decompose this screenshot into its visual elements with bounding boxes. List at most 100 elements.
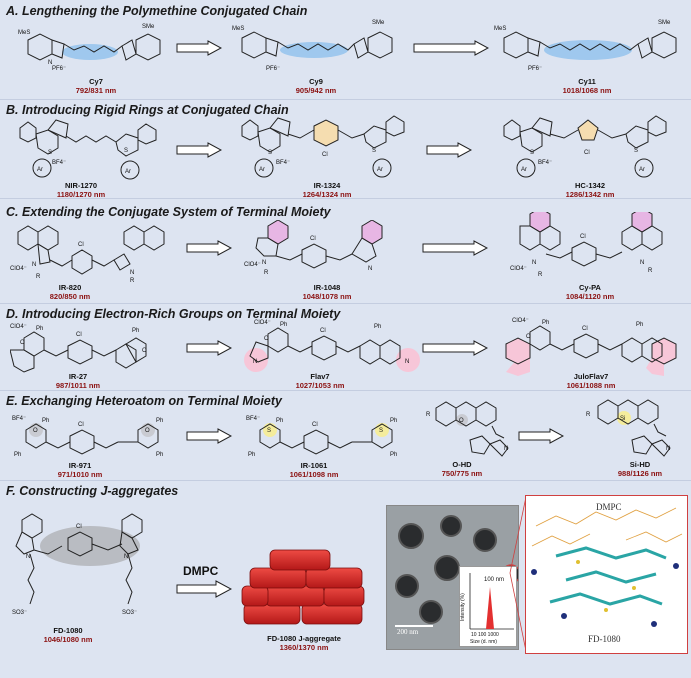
svg-text:MeS: MeS <box>232 26 244 32</box>
ir1048-name: IR-1048 <box>313 283 341 292</box>
svg-text:Cl: Cl <box>580 234 586 240</box>
section-e-title: E. Exchanging Heteroatom on Terminal Moi… <box>6 394 282 408</box>
svg-text:Cl: Cl <box>310 236 316 242</box>
svg-text:O: O <box>145 428 150 434</box>
hc1342-structure: Cl S BF4⁻ S Ar Ar <box>503 115 667 178</box>
svg-text:N: N <box>368 266 372 272</box>
svg-text:N: N <box>262 260 266 266</box>
tem-particles <box>395 515 518 624</box>
cy11-name: Cy11 <box>578 77 596 86</box>
svg-text:ClO4⁻: ClO4⁻ <box>244 262 261 268</box>
nir1270-wl: 1180/1270 nm <box>56 190 106 199</box>
svg-text:ClO4⁻: ClO4⁻ <box>512 318 529 324</box>
j-aggregate-bricks <box>241 549 365 625</box>
svg-text:Si: Si <box>620 416 625 422</box>
svg-text:Cl: Cl <box>584 150 590 156</box>
svg-text:Cl: Cl <box>78 242 84 248</box>
svg-text:R: R <box>426 412 431 418</box>
svg-text:Ph: Ph <box>276 418 283 424</box>
arrow-c2 <box>422 240 488 256</box>
svg-text:R: R <box>130 278 135 282</box>
svg-text:N: N <box>253 359 257 365</box>
svg-text:N: N <box>666 446 670 452</box>
svg-text:Ar: Ar <box>259 167 265 173</box>
svg-text:R: R <box>648 268 653 274</box>
arrow-a2 <box>413 40 489 56</box>
sihd-name: Si-HD <box>629 460 651 469</box>
arrow-a1 <box>176 40 222 56</box>
svg-text:Cl: Cl <box>76 332 82 338</box>
svg-text:S: S <box>530 150 534 156</box>
svg-text:PF6⁻: PF6⁻ <box>266 66 280 72</box>
section-f-title: F. Constructing J-aggregates <box>6 484 179 498</box>
ir27-wl: 987/1011 nm <box>55 381 101 390</box>
cy11-structure: MeS SMe PF6⁻ <box>494 20 677 72</box>
svg-text:N: N <box>532 260 536 266</box>
arrow-d2 <box>422 340 488 356</box>
section-b-title: B. Introducing Rigid Rings at Conjugated… <box>6 103 289 117</box>
svg-text:R: R <box>586 412 591 418</box>
svg-text:N: N <box>130 270 134 276</box>
dls-plot: 100 nm Intensity (%) 10 100 1000 Size (d… <box>460 573 514 645</box>
cy7-structure: MeS SMe PF6⁻ N <box>18 24 161 72</box>
fd1080-wl: 1046/1080 nm <box>43 635 93 644</box>
svg-text:Ph: Ph <box>374 324 381 330</box>
svg-text:Ar: Ar <box>639 167 645 173</box>
arrow-e2 <box>518 428 564 444</box>
flav7-structure: O Ph ClO4⁻ Cl Ph N N <box>244 320 420 372</box>
ir1324-structure: Cl S BF4⁻ S Ar Ar <box>241 115 405 178</box>
svg-text:N: N <box>504 446 508 452</box>
fdagg-wl: 1360/1370 nm <box>279 643 329 652</box>
cypa-wl: 1084/1120 nm <box>565 292 615 301</box>
ir1061-wl: 1061/1098 nm <box>289 470 339 479</box>
cy9-structure: MeS SMe PF6⁻ <box>232 20 393 72</box>
dmpc-arrow-label: DMPC <box>183 564 219 578</box>
svg-text:R: R <box>538 272 543 278</box>
section-c-title: C. Extending the Conjugate System of Ter… <box>6 205 331 219</box>
svg-text:ClO4⁻: ClO4⁻ <box>10 266 27 272</box>
svg-text:N: N <box>124 554 128 560</box>
sihd-structure: R Si N <box>586 399 671 457</box>
arrow-f1 <box>176 580 232 598</box>
hc1342-wl: 1286/1342 nm <box>565 190 615 199</box>
dls-peak <box>486 587 494 629</box>
svg-text:ClO4⁻: ClO4⁻ <box>10 324 27 330</box>
svg-text:Cl: Cl <box>312 422 318 428</box>
ohd-wl: 750/775 nm <box>441 469 483 478</box>
section-d-title: D. Introducing Electron-Rich Groups on T… <box>6 307 341 321</box>
svg-text:Ph: Ph <box>42 418 49 424</box>
svg-text:S: S <box>634 148 638 154</box>
scale-bar <box>395 625 433 627</box>
ir971-name: IR-971 <box>68 461 92 470</box>
flav7-name: Flav7 <box>310 372 330 381</box>
svg-text:SO3⁻: SO3⁻ <box>12 610 27 616</box>
svg-text:S: S <box>48 150 52 156</box>
svg-text:BF4⁻: BF4⁻ <box>538 160 552 166</box>
ohd-structure: R O N <box>426 401 509 457</box>
svg-text:Cl: Cl <box>78 422 84 428</box>
svg-text:SMe: SMe <box>372 20 385 26</box>
ohd-name: O-HD <box>452 460 472 469</box>
tem-image: 100 nm Intensity (%) 10 100 1000 Size (d… <box>386 505 519 650</box>
ir1048-structure: Cl N ClO4⁻ R N <box>244 220 383 276</box>
svg-text:Size (d. nm): Size (d. nm) <box>470 639 497 645</box>
svg-text:S: S <box>124 148 128 154</box>
arrow-d1 <box>186 340 232 356</box>
svg-text:O: O <box>264 336 269 342</box>
svg-text:O: O <box>142 348 147 354</box>
cypa-structure: Cl N ClO4⁻ R N R <box>510 212 663 278</box>
arrow-e1 <box>186 428 232 444</box>
zoom-lines <box>509 496 527 652</box>
svg-text:PF6⁻: PF6⁻ <box>528 66 542 72</box>
svg-text:BF4⁻: BF4⁻ <box>246 416 260 422</box>
cy11-wl: 1018/1068 nm <box>562 86 612 95</box>
svg-text:ClO4⁻: ClO4⁻ <box>510 266 527 272</box>
cy9-wl: 905/942 nm <box>295 86 337 95</box>
juloflav7-name: JuloFlav7 <box>573 372 609 381</box>
scale-bar-label: 200 nm <box>397 628 419 636</box>
svg-text:O: O <box>526 334 531 340</box>
md-simulation-panel: DMPC FD-1080 <box>525 495 688 654</box>
fd1080-structure: Cl N N SO3⁻ SO3⁻ <box>12 513 143 616</box>
cy7-pf6: PF6⁻ <box>52 66 66 72</box>
ir971-wl: 971/1010 nm <box>57 470 103 479</box>
